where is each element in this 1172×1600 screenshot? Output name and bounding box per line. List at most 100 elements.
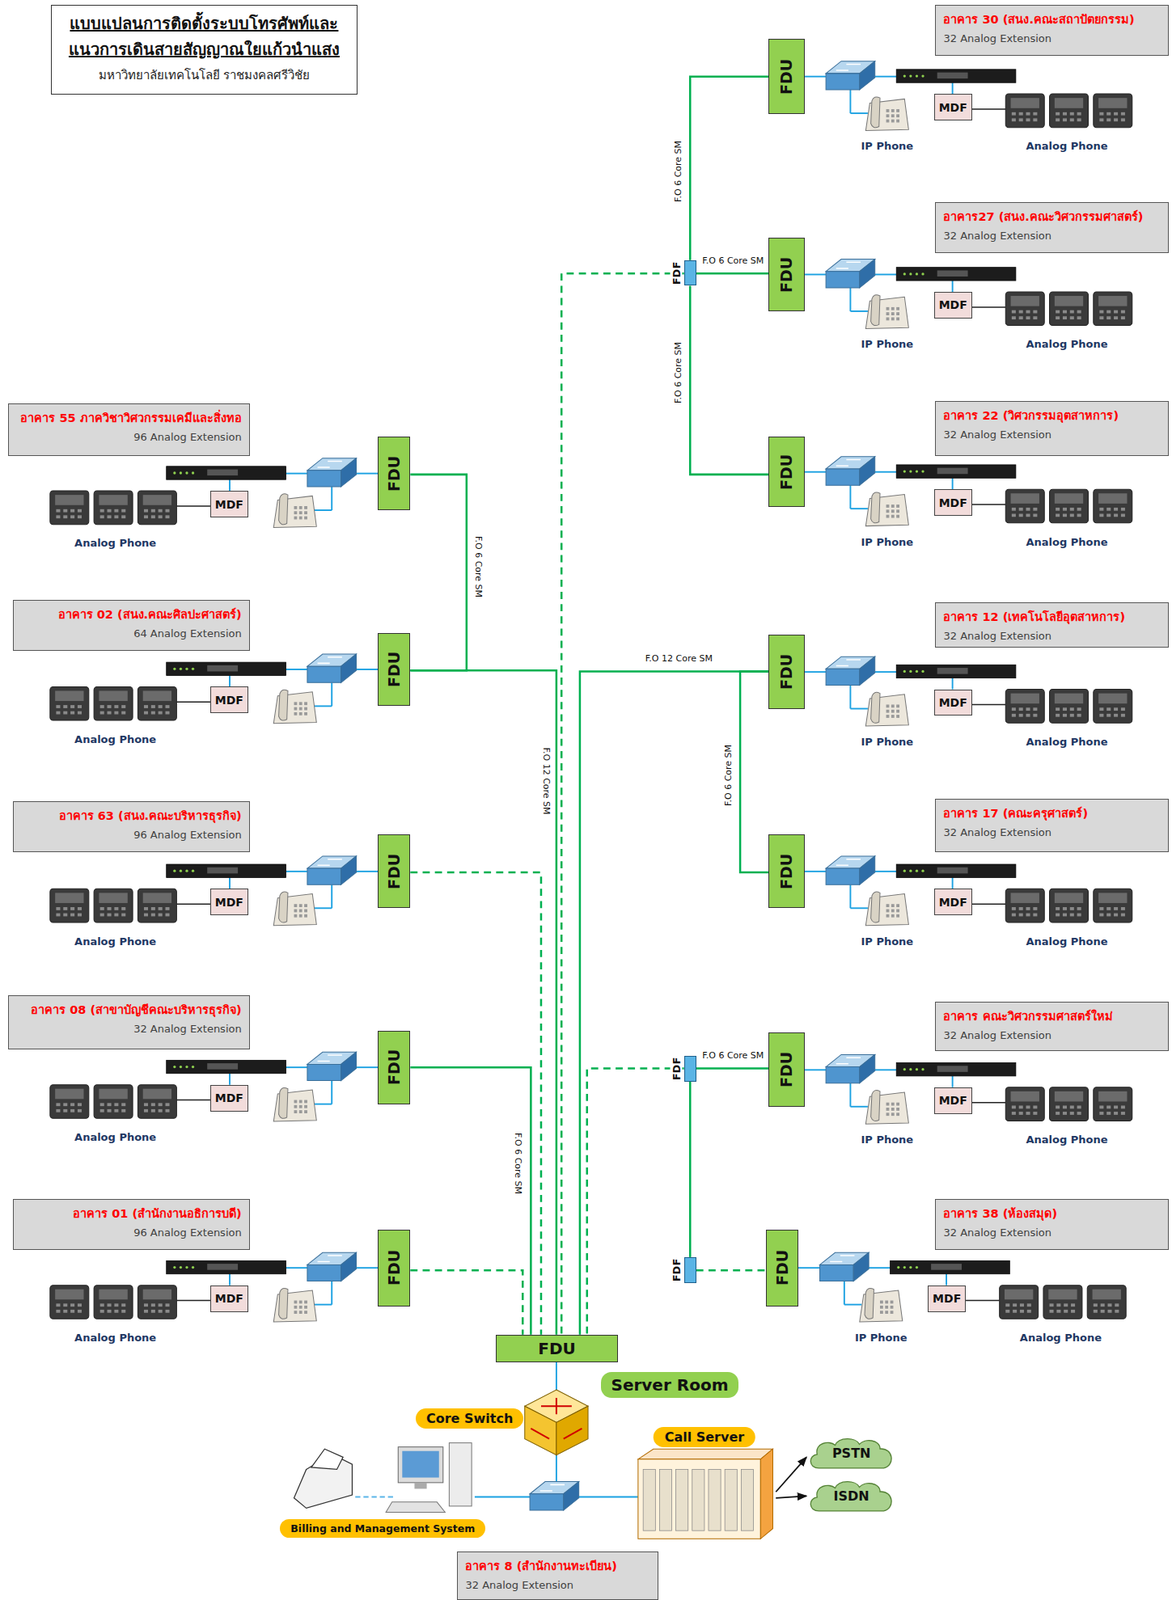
switch-arrows [540, 1485, 565, 1492]
gateway-led [179, 471, 182, 474]
phone-key [886, 909, 890, 914]
gateway-led [909, 870, 912, 873]
phone-key [886, 515, 890, 519]
phone-body [50, 1085, 89, 1120]
phone-key [1019, 112, 1024, 116]
phone-key [891, 704, 895, 708]
cable [972, 108, 1007, 111]
phone-key [1019, 907, 1024, 911]
phone-key [70, 913, 75, 918]
phone-key [304, 1110, 308, 1114]
phone-key [63, 913, 68, 918]
switch-arrows [836, 64, 861, 72]
phone-key [143, 907, 149, 911]
analog-phone-icon [1005, 1087, 1045, 1122]
phone-key [165, 1310, 170, 1314]
phone-key [121, 711, 126, 716]
phone-key [891, 307, 895, 311]
gateway-led [903, 272, 906, 276]
phone-key [1012, 1303, 1017, 1308]
phone-key [114, 1310, 119, 1314]
phone-key [1113, 507, 1118, 512]
phone-key [63, 1109, 68, 1113]
voip-gateway [166, 864, 287, 878]
node-text: อาคาร 38 (ห้องสมุด) [943, 1204, 1161, 1223]
cable [843, 1282, 846, 1306]
phone-key [70, 705, 75, 709]
phone-key [1121, 112, 1126, 116]
phone-screen [1098, 892, 1127, 904]
node-text: FDU [778, 454, 796, 491]
phone-key [114, 1303, 119, 1308]
phone-key [896, 909, 900, 914]
phone-key [1062, 112, 1067, 116]
phone-body [1005, 291, 1045, 326]
phone-key [121, 907, 126, 911]
phone-key [1093, 1310, 1098, 1314]
phone-key [304, 516, 308, 521]
cable-label: F.O 6 Core SM [722, 744, 733, 807]
phone-key [1107, 1303, 1112, 1308]
phone-key [890, 1306, 894, 1310]
node-text: MDF [939, 696, 968, 710]
phone-screen [143, 690, 172, 702]
phone-key [1019, 513, 1024, 517]
phone-body [1093, 888, 1133, 923]
phone-key [151, 509, 156, 513]
phone-caption: Analog Phone [1025, 735, 1108, 748]
cabinet-slot [740, 1469, 754, 1532]
phone-key [100, 913, 105, 918]
voip-gateway [166, 662, 287, 676]
node-subtext: 32 Analog Extension [943, 428, 1161, 441]
fdu-box: FDU [377, 834, 411, 909]
phone-key [891, 515, 895, 519]
switch-side [859, 61, 876, 90]
phone-key [1070, 707, 1075, 711]
ip-phone-icon [865, 97, 909, 132]
phone-caption: Analog Phone [74, 1332, 157, 1345]
fiber-link [696, 272, 770, 276]
cable [945, 1274, 948, 1287]
phone-key [880, 1311, 884, 1315]
phone-key [158, 907, 163, 911]
building-box: อาคาร 55 ภาควิชาวิศวกรรมเคมีและสิ่งทอ96 … [8, 403, 250, 457]
fdu-box: FDU [768, 436, 804, 508]
cable [951, 280, 954, 292]
phone-screen [1098, 1091, 1127, 1103]
node-text: อาคาร 17 (คณะครุศาสตร์) [943, 803, 1161, 823]
node-text: FDF [669, 259, 682, 287]
phone-key [121, 515, 126, 519]
cable [176, 1300, 211, 1303]
phone-body [137, 888, 177, 923]
phone-key [1114, 1310, 1119, 1314]
analog-phone-icon [1049, 888, 1089, 923]
node-text: อาคาร 22 (วิศวกรรมอุตสาหการ) [943, 406, 1161, 425]
switch-side [859, 1054, 876, 1084]
phone-key [55, 509, 60, 513]
phone-key [1055, 714, 1060, 718]
phone-key [1106, 513, 1111, 517]
phone-handset [279, 1087, 288, 1119]
node-text: MDF [939, 496, 968, 510]
node-text: Billing and Management System [290, 1523, 475, 1536]
phone-key [114, 1109, 119, 1113]
phone-key [1055, 1112, 1060, 1116]
phone-key [1113, 310, 1118, 314]
mdf-box: MDF [927, 1286, 966, 1313]
switch-front [825, 868, 860, 885]
gateway-led [185, 471, 188, 474]
phone-key [1032, 1112, 1037, 1116]
node-text: อาคาร 01 (สำนักงานอธิการบดี) [21, 1204, 242, 1223]
phone-key [294, 712, 298, 716]
network-cloud: ISDN [806, 1478, 897, 1515]
phone-key [299, 1301, 303, 1305]
phone-key [1027, 1303, 1032, 1308]
voip-gateway [896, 267, 1016, 281]
cable [356, 871, 379, 873]
phone-body [50, 888, 89, 923]
mdf-box: MDF [934, 489, 973, 517]
phone-key [1106, 316, 1111, 320]
phone-key [1019, 118, 1024, 122]
ip-phone-icon [273, 1288, 317, 1323]
